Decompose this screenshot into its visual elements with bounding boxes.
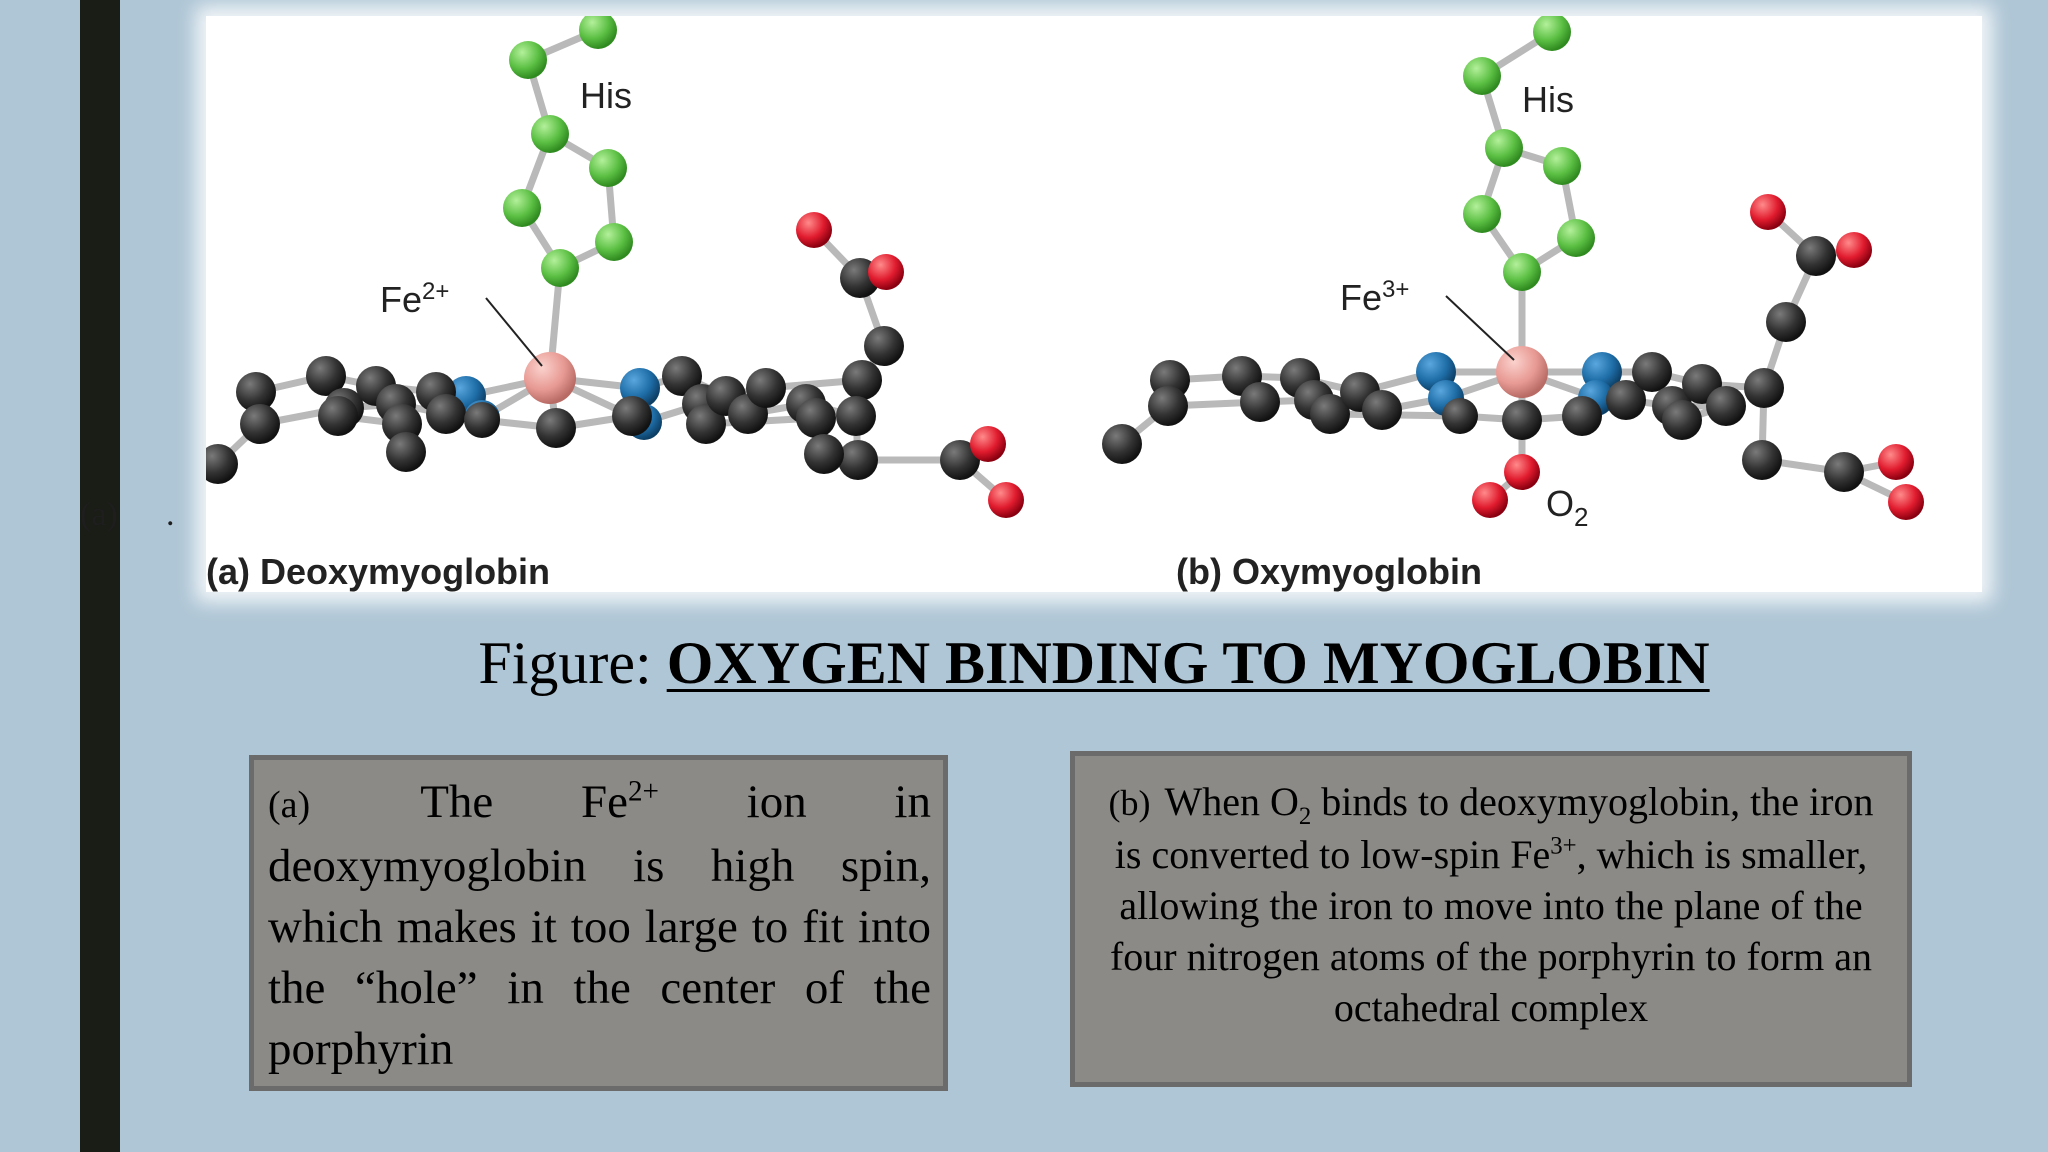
- histidine-atom: [531, 115, 569, 153]
- carbon-atom: [206, 444, 238, 484]
- fe-label-a: Fe2+: [380, 278, 449, 320]
- histidine-atom: [509, 41, 547, 79]
- carbon-atom: [1502, 400, 1542, 440]
- o2-label: O2: [1546, 483, 1588, 532]
- carbon-atom: [1310, 394, 1350, 434]
- his-label-b: His: [1522, 79, 1574, 120]
- carbon-atom: [1148, 386, 1188, 426]
- histidine-atom: [595, 223, 633, 261]
- carbon-atom: [306, 356, 346, 396]
- box-a-superscript: 2+: [627, 775, 659, 808]
- box-b-label: (b): [1108, 783, 1151, 823]
- myoglobin-figure: His Fe2+ (a) Deoxymyoglobin His Fe3+ O2 …: [206, 16, 1982, 592]
- histidine-atom: [541, 249, 579, 287]
- carbon-atom: [1102, 424, 1142, 464]
- carbon-atom: [1240, 382, 1280, 422]
- histidine-atom: [1533, 16, 1571, 51]
- carbon-atom: [536, 408, 576, 448]
- oxymyoglobin-molecule: [1102, 16, 1924, 520]
- box-b-text-1: When O: [1164, 779, 1299, 824]
- oxygen-atom: [1750, 194, 1786, 230]
- stray-dot: .: [166, 496, 175, 533]
- histidine-atom: [1503, 253, 1541, 291]
- histidine-atom: [589, 149, 627, 187]
- carbon-atom: [236, 372, 276, 412]
- histidine-atom: [503, 189, 541, 227]
- carbon-atom: [864, 326, 904, 366]
- oxygen-atom: [868, 254, 904, 290]
- histidine-atom: [1543, 147, 1581, 185]
- carbon-atom: [426, 394, 466, 434]
- oxygen-atom: [1836, 232, 1872, 268]
- carbon-atom: [804, 434, 844, 474]
- carbon-atom: [1442, 398, 1478, 434]
- carbon-atom: [1742, 440, 1782, 480]
- carbon-atom: [940, 440, 980, 480]
- carbon-atom: [1662, 400, 1702, 440]
- carbon-atom: [686, 404, 726, 444]
- deoxymyoglobin-molecule: [206, 16, 1024, 518]
- carbon-atom: [1796, 236, 1836, 276]
- carbon-atom: [386, 432, 426, 472]
- box-a-text-2: ion in deoxymyoglobin is high spin, whic…: [268, 776, 931, 1075]
- carbon-atom: [1606, 380, 1646, 420]
- carbon-atom: [1706, 386, 1746, 426]
- carbon-atom: [1766, 302, 1806, 342]
- box-a-text-1: The Fe: [420, 776, 628, 828]
- histidine-atom: [1463, 195, 1501, 233]
- carbon-atom: [838, 440, 878, 480]
- carbon-atom: [1744, 368, 1784, 408]
- carbon-atom: [1562, 396, 1602, 436]
- oxygen-atom: [988, 482, 1024, 518]
- carbon-atom: [746, 368, 786, 408]
- carbon-atom: [796, 398, 836, 438]
- carbon-atom: [612, 396, 652, 436]
- oxygen-atom: [1504, 454, 1540, 490]
- caption-deoxymyoglobin: (a) Deoxymyoglobin: [206, 551, 550, 592]
- oxygen-atom: [1888, 484, 1924, 520]
- figure-caption: Figure: OXYGEN BINDING TO MYOGLOBIN: [206, 630, 1982, 696]
- carbon-atom: [662, 356, 702, 396]
- oxygen-atom: [1472, 482, 1508, 518]
- label-pointer-line: [485, 297, 543, 367]
- carbon-atom: [1362, 390, 1402, 430]
- histidine-atom: [1557, 219, 1595, 257]
- box-a-label: (a): [268, 784, 311, 826]
- iron-atom: [524, 352, 576, 404]
- explanation-box-b: (b) When O2 binds to deoxymyoglobin, the …: [1070, 751, 1912, 1087]
- his-label-a: His: [580, 75, 632, 116]
- carbon-atom: [836, 396, 876, 436]
- label-pointer-line: [1445, 295, 1515, 361]
- carbon-atom: [240, 404, 280, 444]
- box-b-superscript: 3+: [1550, 832, 1577, 860]
- histidine-atom: [1485, 129, 1523, 167]
- caption-title: OXYGEN BINDING TO MYOGLOBIN: [666, 630, 1710, 696]
- molecule-illustration: His Fe2+ (a) Deoxymyoglobin His Fe3+ O2 …: [206, 16, 1924, 592]
- box-b-text-2: binds to deoxymyoglobin, the iron is con…: [1114, 779, 1874, 877]
- caption-prefix: Figure:: [478, 630, 667, 696]
- carbon-atom: [318, 396, 358, 436]
- box-b-text-3: , which is smaller, allowing the iron to…: [1109, 832, 1873, 1030]
- left-accent-bar: [80, 0, 120, 1152]
- histidine-atom: [1463, 57, 1501, 95]
- fe-label-b: Fe3+: [1340, 276, 1409, 318]
- oxygen-atom: [1878, 444, 1914, 480]
- carbon-atom: [1632, 352, 1672, 392]
- histidine-atom: [579, 16, 617, 49]
- carbon-atom: [464, 402, 500, 438]
- oxygen-atom: [796, 212, 832, 248]
- explanation-box-a: (a) The Fe2+ ion in deoxymyoglobin is hig…: [249, 755, 948, 1091]
- iron-atom: [1496, 346, 1548, 398]
- box-b-subscript: 2: [1298, 803, 1312, 830]
- carbon-atom: [842, 360, 882, 400]
- caption-oxymyoglobin: (b) Oxymyoglobin: [1176, 551, 1482, 592]
- oxygen-atom: [970, 426, 1006, 462]
- carbon-atom: [1824, 452, 1864, 492]
- stray-label: (a): [80, 496, 118, 533]
